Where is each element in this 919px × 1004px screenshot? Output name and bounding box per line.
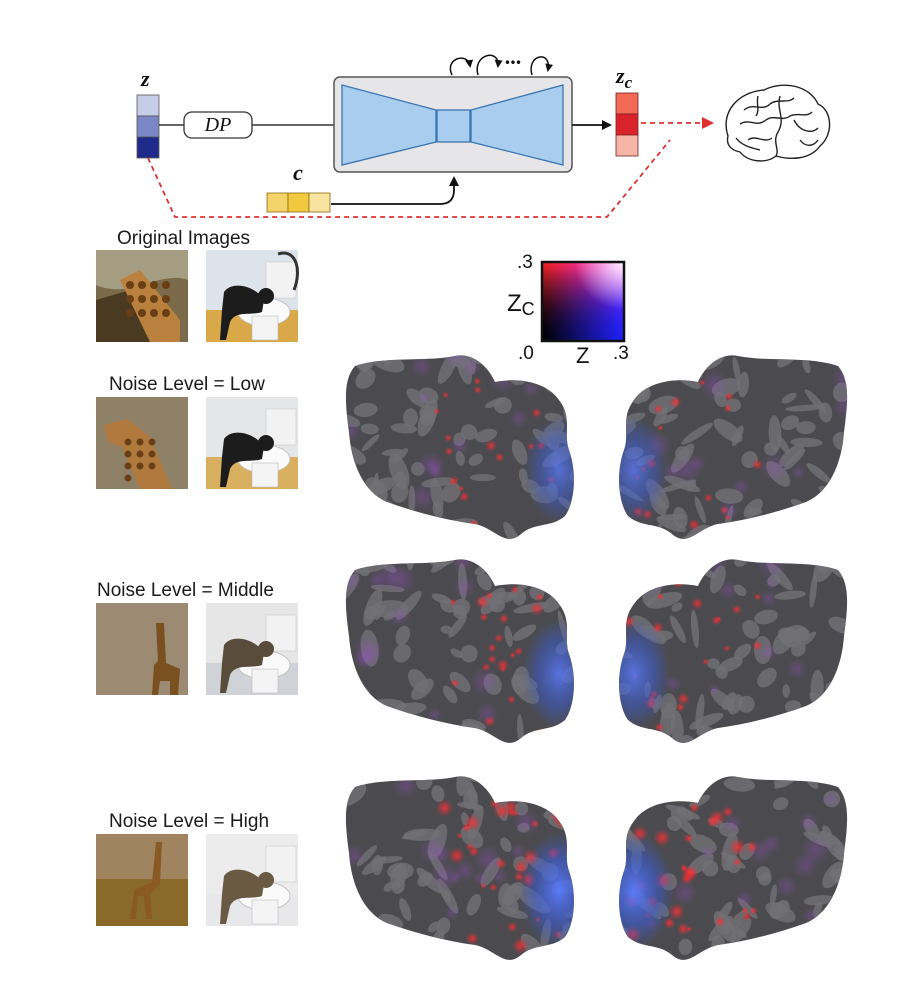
loop-ellipsis: ... bbox=[505, 44, 522, 69]
brain-flatmaps bbox=[345, 355, 848, 960]
c-label: c bbox=[293, 160, 303, 185]
c-cell bbox=[266, 192, 289, 213]
brain-right-hemisphere bbox=[619, 559, 848, 743]
brain-right-hemisphere bbox=[619, 776, 848, 960]
brain-left-hemisphere bbox=[345, 776, 574, 960]
brain-left-hemisphere bbox=[345, 559, 574, 743]
row-label: Original Images bbox=[117, 228, 250, 249]
z-cell bbox=[136, 136, 160, 159]
z-to-brain-dashed-arrow bbox=[147, 139, 671, 218]
thumb-cat-toilet bbox=[206, 603, 298, 695]
zc-cell bbox=[615, 113, 639, 136]
thumb-giraffe bbox=[96, 603, 188, 695]
legend-y-label: ZC bbox=[507, 290, 535, 319]
c-cell bbox=[287, 192, 310, 213]
zc-label: zc bbox=[615, 63, 633, 92]
unet-bottleneck bbox=[436, 109, 471, 143]
legend-x-right: .3 bbox=[613, 343, 629, 364]
color-legend: .3 ZC .0 Z .3 bbox=[507, 252, 629, 368]
c-to-unet-arrow bbox=[331, 176, 459, 205]
z-label: z bbox=[140, 66, 150, 91]
legend-x-label: Z bbox=[576, 343, 589, 368]
c-cell bbox=[308, 192, 331, 213]
c-vector bbox=[266, 192, 331, 213]
z-vector bbox=[136, 94, 160, 159]
dp-label: DP bbox=[204, 114, 232, 136]
zc-cell bbox=[615, 134, 639, 157]
thumb-cat-toilet bbox=[206, 250, 299, 342]
thumb-giraffe bbox=[96, 834, 188, 926]
row-label: Noise Level = Middle bbox=[97, 580, 274, 601]
brain-drawing bbox=[725, 84, 831, 162]
pipeline-diagram: z DP ... c zc bbox=[136, 44, 831, 218]
thumb-giraffe bbox=[96, 250, 188, 342]
legend-origin: .0 bbox=[518, 343, 534, 364]
zc-vector bbox=[615, 92, 639, 157]
legend-y-top: .3 bbox=[517, 252, 533, 273]
row-label: Noise Level = High bbox=[109, 811, 269, 832]
recurrent-loops bbox=[449, 54, 554, 76]
thumb-cat-toilet bbox=[206, 397, 298, 489]
brain-right-hemisphere bbox=[619, 355, 848, 539]
unet-decoder bbox=[470, 84, 564, 166]
z-cell bbox=[136, 94, 160, 117]
thumb-giraffe bbox=[96, 397, 188, 489]
legend-frame bbox=[540, 260, 626, 343]
zc-cell bbox=[615, 92, 639, 115]
unet-encoder bbox=[341, 84, 437, 166]
row-label: Noise Level = Low bbox=[109, 374, 265, 395]
thumb-cat-toilet bbox=[206, 834, 298, 926]
z-cell bbox=[136, 115, 160, 138]
brain-left-hemisphere bbox=[345, 355, 574, 539]
